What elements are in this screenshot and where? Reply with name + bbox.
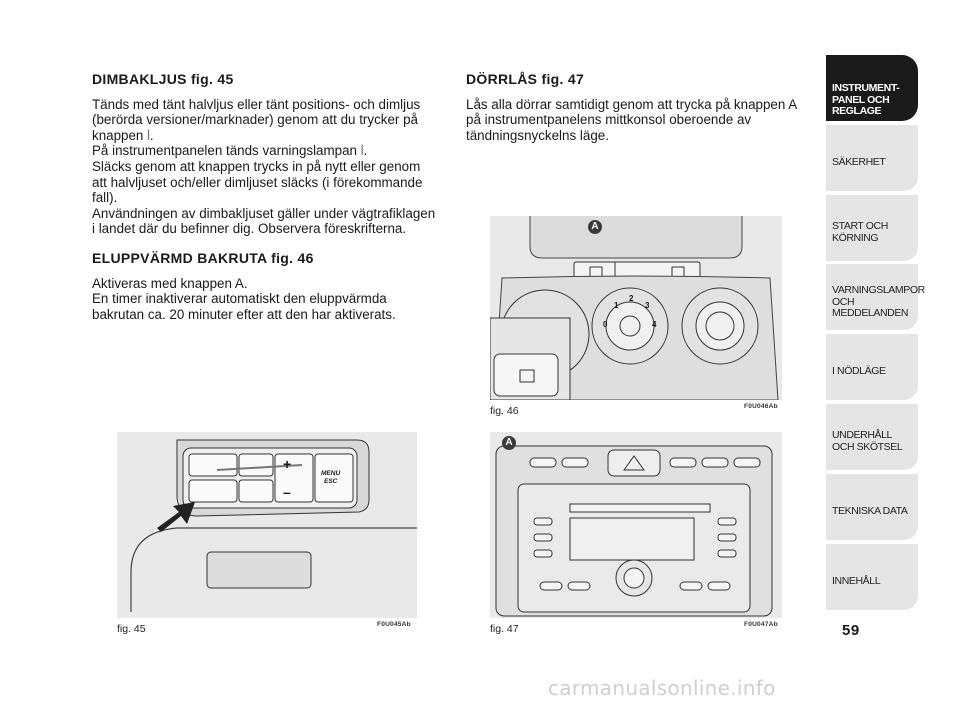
page-number: 59 [842,622,860,639]
fog-line: fall). [92,190,118,206]
fog-line: Tänds med tänt halvljus eller tänt posit… [92,96,421,112]
door-lock-heading: DÖRRLÅS fig. 47 [466,71,585,87]
figure-46-climate-panel: A 0 1 2 3 4 [490,216,782,400]
rear-line: En timer inaktiverar automatiskt den elu… [92,291,387,307]
tab-label: TEKNISKA DATA [832,505,908,518]
figure-47-door-lock: A [490,432,782,618]
figure-46-code: F0U046Ab [744,403,778,410]
fog-line: att halvljuset och/eller dimljuset släck… [92,174,423,190]
fog-line: knappen ⦚. [92,127,154,143]
menu-label: MENU [321,470,341,477]
tab-label: I NÖDLÄGE [832,365,886,378]
marker-a: A [502,436,516,450]
figure-45-caption: fig. 45 [117,623,146,635]
tab-instrument-panel[interactable]: INSTRUMENT- PANEL OCH REGLAGE [826,55,918,121]
right-column: DÖRRLÅS fig. 47 Lås alla dörrar samtidig… [466,71,816,143]
esc-label: ESC [324,478,338,485]
tab-emergency[interactable]: I NÖDLÄGE [826,334,918,401]
fog-button-illustration [117,432,417,618]
figure-46-caption: fig. 46 [490,405,519,417]
fog-line: (berörda versioner/marknader) genom att … [92,112,418,128]
dial-label-0: 0 [603,320,608,329]
dial-label-2: 2 [629,294,634,303]
tab-label: UNDERHÅLL OCH SKÖTSEL [832,429,903,453]
dial-label-1: 1 [614,301,619,310]
door-lock-illustration [490,432,782,618]
tab-contents[interactable]: INNEHÅLL [826,543,918,610]
figure-45-fog-button: + – MENU ESC [117,432,417,618]
fog-line: Användningen av dimbakljuset gäller unde… [92,205,436,221]
fog-line: i landet där du befinner dig. Observera … [92,221,407,237]
figure-47-caption: fig. 47 [490,623,519,635]
dial-label-4: 4 [652,320,657,329]
tab-safety[interactable]: SÄKERHET [826,124,918,191]
watermark: carmanualsonline.info [548,676,776,700]
climate-panel-illustration [490,216,782,400]
marker-a: A [588,220,602,234]
tab-label: START OCH KÖRNING [832,220,888,244]
dial-label-3: 3 [645,301,650,310]
rear-line: Aktiveras med knappen A. [92,275,248,291]
fog-line: Släcks genom att knappen trycks in på ny… [92,158,421,174]
door-line: på instrumentpanelens mittkonsol oberoen… [466,112,752,128]
plus-icon: + [283,456,292,472]
fog-line: På instrumentpanelen tänds varningslampa… [92,143,368,159]
figure-45-code: F0U045Ab [377,621,411,628]
rear-window-heading: ELUPPVÄRMD BAKRUTA fig. 46 [92,249,314,266]
tab-label: INNEHÅLL [832,574,881,587]
left-column: DIMBAKLJUS fig. 45 Tänds med tänt halvlj… [92,71,442,322]
tab-label: INSTRUMENT- PANEL OCH REGLAGE [832,82,900,117]
rear-line: bakrutan ca. 20 minuter efter att den ha… [92,306,396,322]
door-line: tändningsnyckelns läge. [466,127,609,143]
tab-label: SÄKERHET [832,156,886,169]
door-line: Lås alla dörrar samtidigt genom att tryc… [466,96,798,112]
chapter-tabs: INSTRUMENT- PANEL OCH REGLAGE SÄKERHET S… [826,55,925,613]
fog-light-heading: DIMBAKLJUS fig. 45 [92,71,234,87]
tab-starting-driving[interactable]: START OCH KÖRNING [826,194,918,261]
minus-icon: – [283,484,291,500]
tab-maintenance[interactable]: UNDERHÅLL OCH SKÖTSEL [826,403,918,470]
figure-47-code: F0U047Ab [744,621,778,628]
tab-technical-data[interactable]: TEKNISKA DATA [826,473,918,540]
tab-warning-lights[interactable]: VARNINGSLAMPOR OCH MEDDELANDEN [826,264,925,331]
tab-label: VARNINGSLAMPOR OCH MEDDELANDEN [832,284,925,320]
